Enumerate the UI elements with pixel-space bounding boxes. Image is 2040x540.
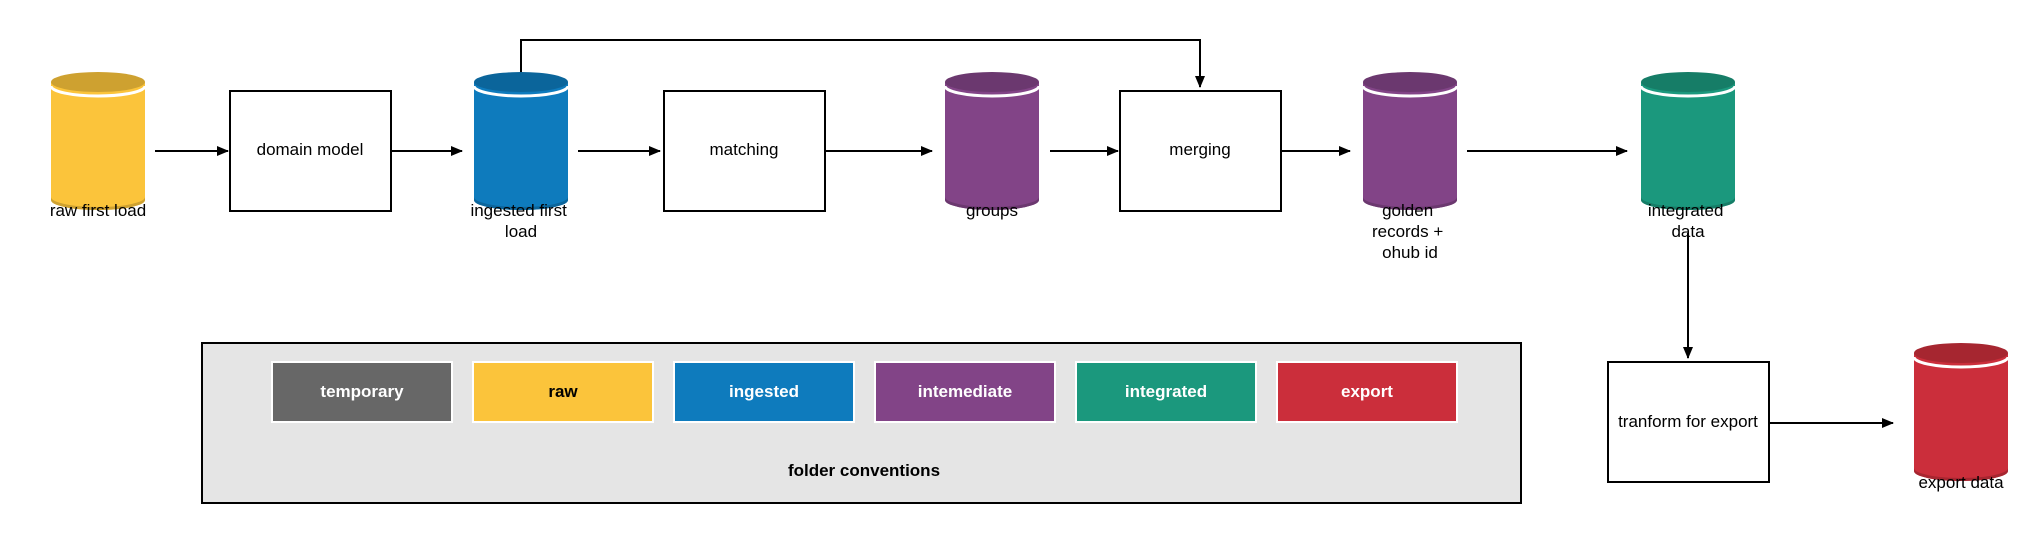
datastore-label: integrated data [1648,201,1728,241]
legend-title: folder conventions [788,461,940,480]
cylinder-band [1639,85,1737,98]
cylinder-body [1914,353,2008,481]
database-icon [1912,343,2010,481]
legend-swatch-intemediate: intemediate [874,361,1056,423]
process-transform-for-export: tranform for export [1607,361,1770,483]
svg-text:temporary: temporary [320,382,404,401]
process-matching: matching [663,90,826,212]
cylinder-band [1361,85,1459,98]
process-label-merging: merging [1169,140,1230,159]
cylinder-band [1912,356,2010,369]
legend-swatches: temporary raw ingested intemediate integ… [271,361,1458,423]
cylinder-base [1914,468,2008,481]
legend-swatch-integrated: integrated [1075,361,1257,423]
process-label-matching: matching [710,140,779,159]
cylinder-base [1363,197,1457,210]
datastore-label: raw first load [50,201,146,220]
cylinder-body [1641,82,1735,210]
process-merging: merging [1119,90,1282,212]
cylinder-body [51,82,145,210]
cylinder-base [945,197,1039,210]
process-label-transform-for-export: tranform for export [1618,412,1758,431]
legend-swatch-raw: raw [472,361,654,423]
cylinder-top [1914,343,2008,363]
datastore-label: export data [1918,473,2004,492]
connectors [155,39,1894,428]
svg-text:export: export [1341,382,1393,401]
cylinder-top [945,72,1039,92]
cylinder-base [51,197,145,210]
database-icon [1639,72,1737,210]
datastore-label: ingested first load [470,201,571,241]
datastore-raw-first-load: raw first load [49,72,147,220]
cylinder-top [1363,72,1457,92]
arrow-ingested-to-merging [520,39,1205,88]
cylinder-base [1641,197,1735,210]
folder-conventions-legend: temporary raw ingested intemediate integ… [201,342,1522,504]
datastore-export-data: export data [1912,343,2010,492]
cylinder-top [474,72,568,92]
svg-text:intemediate: intemediate [918,382,1012,401]
database-icon [49,72,147,210]
legend-swatch-export: export [1276,361,1458,423]
database-icon [1361,72,1459,210]
svg-text:integrated: integrated [1125,382,1207,401]
svg-text:raw: raw [548,382,578,401]
cylinder-top [1641,72,1735,92]
cylinder-body [474,82,568,210]
cylinder-band [49,85,147,98]
datastore-ingested-first-load: ingested first load [470,72,571,241]
database-icon [943,72,1041,210]
datastore-golden-records: golden records + ohub id [1361,72,1459,262]
cylinder-body [1363,82,1457,210]
process-label-domain-model: domain model [257,140,364,159]
datastore-integrated-data: integrated data [1639,72,1737,241]
cylinder-top [51,72,145,92]
database-icon [472,72,570,210]
datastore-label: golden records + ohub id [1372,201,1448,262]
legend-swatch-ingested: ingested [673,361,855,423]
legend-swatch-temporary: temporary [271,361,453,423]
datastore-label: groups [966,201,1018,220]
process-domain-model: domain model [229,90,392,212]
cylinder-band [472,85,570,98]
svg-text:ingested: ingested [729,382,799,401]
cylinder-body [945,82,1039,210]
cylinder-band [943,85,1041,98]
cylinder-base [474,197,568,210]
datastore-groups: groups [943,72,1041,220]
